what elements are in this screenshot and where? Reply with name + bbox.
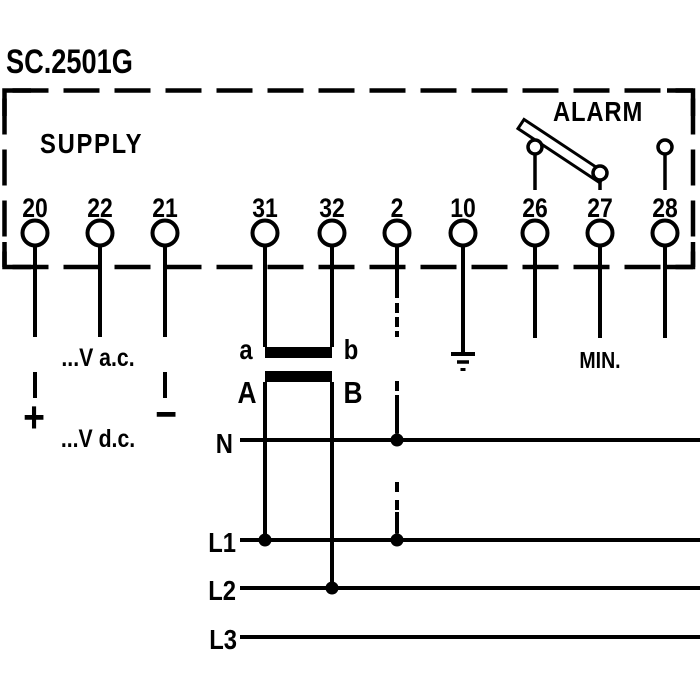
ct-label-b: b xyxy=(344,333,359,365)
minus-sign: − xyxy=(155,389,177,439)
terminal-number-28: 28 xyxy=(652,193,678,223)
label-l3: L3 xyxy=(209,623,237,655)
diagram-title: SC.2501G xyxy=(6,42,133,81)
ac-voltage-label: ...V a.c. xyxy=(61,343,134,371)
outline-corner-br xyxy=(667,242,696,270)
label-n: N xyxy=(216,427,233,459)
junction-n-2 xyxy=(390,433,404,447)
terminal-number-27: 27 xyxy=(587,193,613,223)
terminal-circle-20 xyxy=(20,218,50,248)
switch-contact-28 xyxy=(656,138,674,156)
terminal-number-22: 22 xyxy=(87,193,113,223)
outline-corner-tl xyxy=(2,88,31,116)
terminal-circle-22 xyxy=(85,218,115,248)
plus-sign: + xyxy=(23,392,45,442)
terminal-number-26: 26 xyxy=(522,193,548,223)
supply-annotations: ...V a.c. + − ...V d.c. xyxy=(23,343,177,452)
terminal-circle-10 xyxy=(448,218,478,248)
terminal-row: 20 22 21 31 32 2 10 26 27 28 xyxy=(20,193,680,248)
label-l2: L2 xyxy=(208,574,236,606)
ct-label-a: a xyxy=(239,333,253,365)
terminal-circle-2 xyxy=(382,218,412,248)
ct-primary-bar xyxy=(265,371,332,382)
terminal-number-10: 10 xyxy=(450,193,476,223)
ct-label-A: A xyxy=(237,376,256,410)
alarm-switch xyxy=(515,117,674,190)
junction-l1-2 xyxy=(390,533,404,547)
terminal-number-21: 21 xyxy=(152,193,178,223)
ct-label-B: B xyxy=(343,376,362,410)
terminal-circle-21 xyxy=(150,218,180,248)
alarm-label: ALARM xyxy=(553,95,643,127)
supply-label: SUPPLY xyxy=(40,127,143,159)
current-transformer: a b A B xyxy=(237,333,363,588)
min-label: MIN. xyxy=(579,348,620,374)
outline-corner-bl xyxy=(2,242,31,270)
terminal-number-2: 2 xyxy=(391,193,404,223)
terminal-circle-27 xyxy=(585,218,615,248)
ct-secondary-bar xyxy=(265,347,332,358)
dc-voltage-label: ...V d.c. xyxy=(61,424,135,452)
terminal-number-32: 32 xyxy=(319,193,345,223)
terminal-number-31: 31 xyxy=(252,193,278,223)
terminal-leads xyxy=(33,245,667,352)
switch-contact-27 xyxy=(591,164,609,182)
label-l1: L1 xyxy=(208,526,236,558)
terminal-number-20: 20 xyxy=(22,193,48,223)
device-outline xyxy=(2,88,696,270)
terminal-circle-26 xyxy=(520,218,550,248)
junction-l1-31 xyxy=(258,533,272,547)
ground-symbol xyxy=(451,352,475,371)
power-lines: N L1 L2 L3 xyxy=(208,427,700,655)
outline-corner-tr xyxy=(667,88,696,116)
terminal-circle-31 xyxy=(250,218,280,248)
terminal-circle-28 xyxy=(650,218,680,248)
junction-l2-32 xyxy=(325,581,339,595)
switch-contact-26 xyxy=(526,138,544,156)
terminal-circle-32 xyxy=(317,218,347,248)
